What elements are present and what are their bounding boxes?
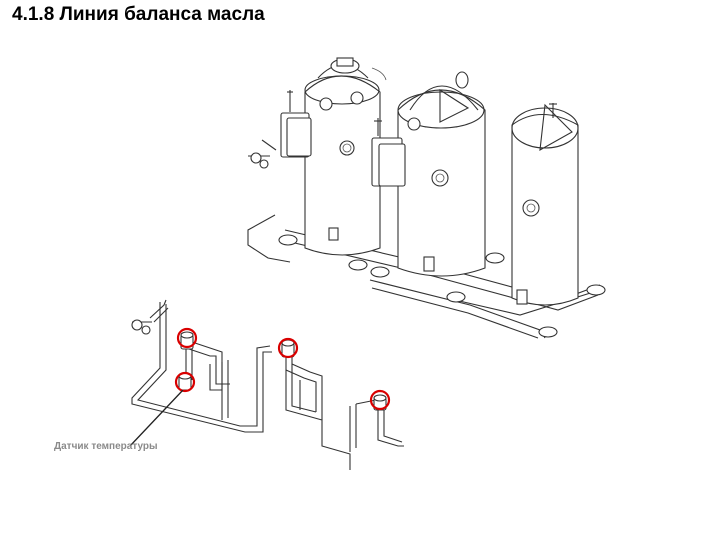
compressor-1 (280, 57, 387, 256)
sensor-marker-2 (174, 371, 196, 393)
sensor-leader-line (129, 389, 184, 447)
sensor-marker-4 (369, 389, 391, 411)
page-title: 4.1.8 Линия баланса масла (12, 4, 265, 25)
sensor-marker-1 (176, 327, 198, 349)
compressor-2 (371, 71, 486, 277)
compressor-assembly (247, 57, 606, 339)
oil-balance-line (129, 299, 404, 470)
sensor-marker-3 (277, 337, 299, 359)
sensor-highlights (174, 327, 391, 411)
sensor-label: Датчик температуры (54, 441, 158, 452)
compressor-3 (511, 103, 579, 306)
suction-valve (248, 139, 277, 169)
mount-feet (278, 234, 606, 338)
